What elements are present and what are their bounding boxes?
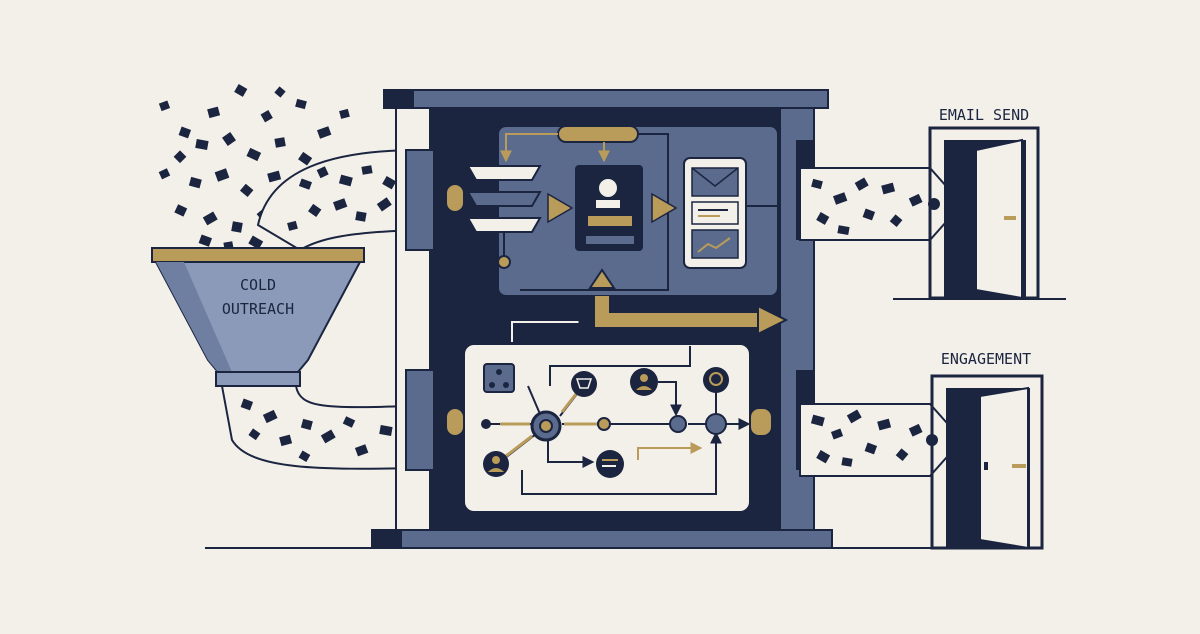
funnel-label-line2: OUTREACH (222, 300, 294, 318)
chat-icon (703, 367, 729, 393)
particle-cloud (158, 84, 350, 252)
door-email-send: EMAIL SEND (928, 106, 1040, 300)
output-chute-bottom (799, 403, 964, 477)
cart-icon (571, 371, 597, 397)
engagement-label: ENGAGEMENT (941, 350, 1031, 368)
share-icon (483, 363, 515, 393)
email-send-label: EMAIL SEND (939, 106, 1029, 124)
top-process-panel (445, 125, 779, 297)
door-engagement: ENGAGEMENT (930, 350, 1044, 550)
workflow-panel (445, 343, 773, 513)
output-chute-top (799, 167, 964, 241)
funnel: COLD OUTREACH (151, 247, 365, 387)
gold-pipe (511, 268, 789, 342)
funnel-label-line1: COLD (240, 276, 276, 294)
envelope-icon (691, 167, 739, 197)
trend-chart-icon (697, 237, 731, 253)
input-chute-bottom (220, 385, 421, 470)
input-chute-top (256, 148, 421, 252)
user-icon (599, 179, 617, 197)
list-icon (596, 450, 624, 478)
